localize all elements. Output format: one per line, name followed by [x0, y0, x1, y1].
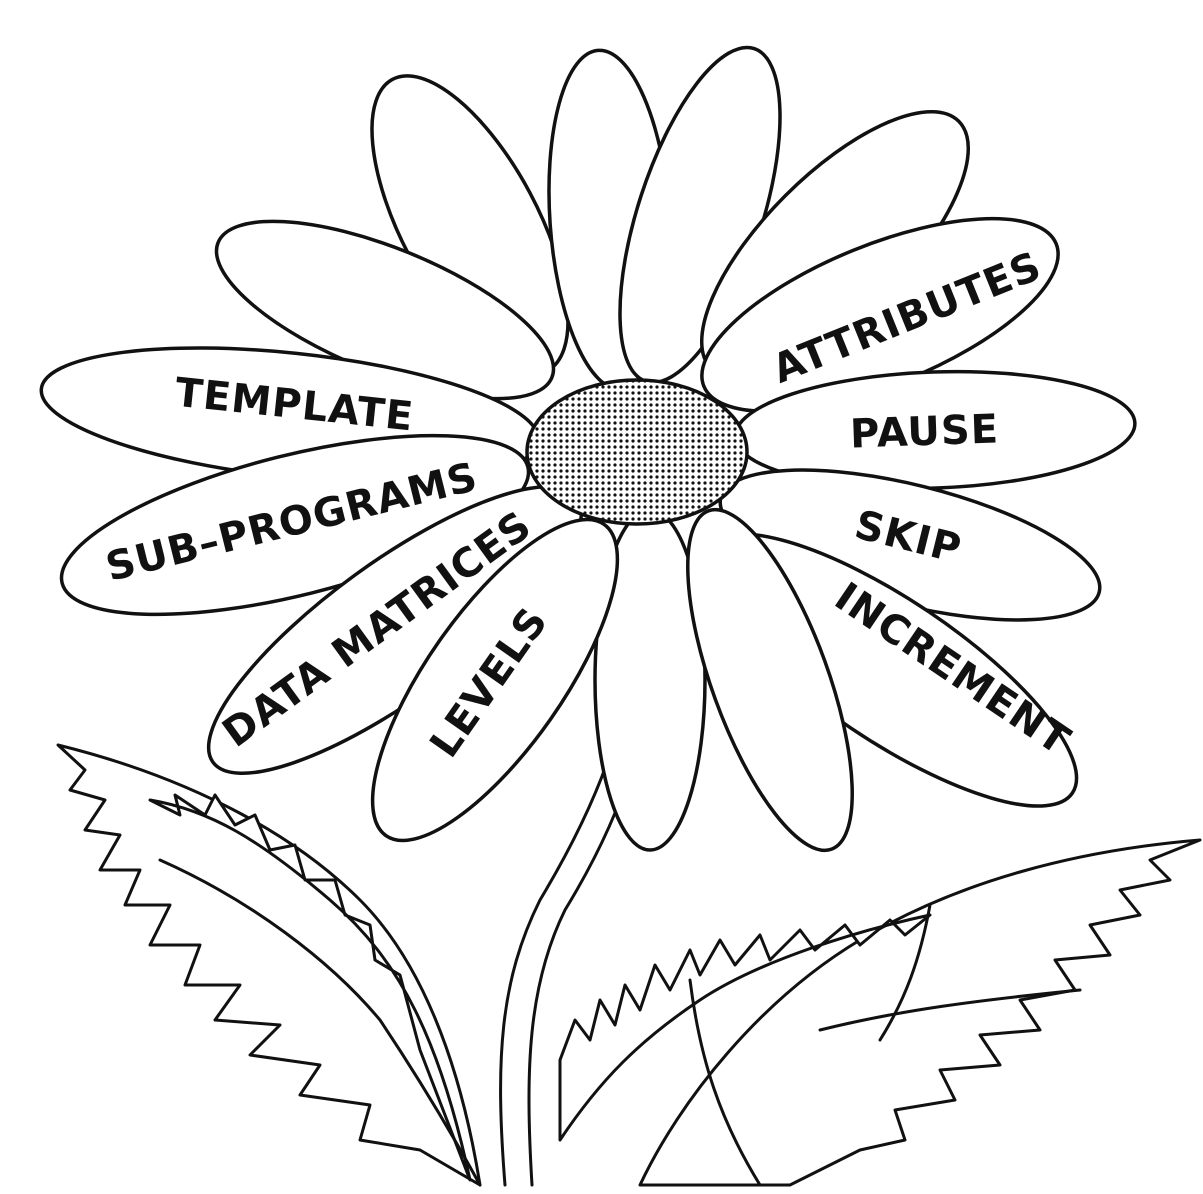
- right-leaf: [640, 840, 1200, 1185]
- label-pause: PAUSE: [849, 406, 999, 457]
- flower-center: [527, 380, 747, 524]
